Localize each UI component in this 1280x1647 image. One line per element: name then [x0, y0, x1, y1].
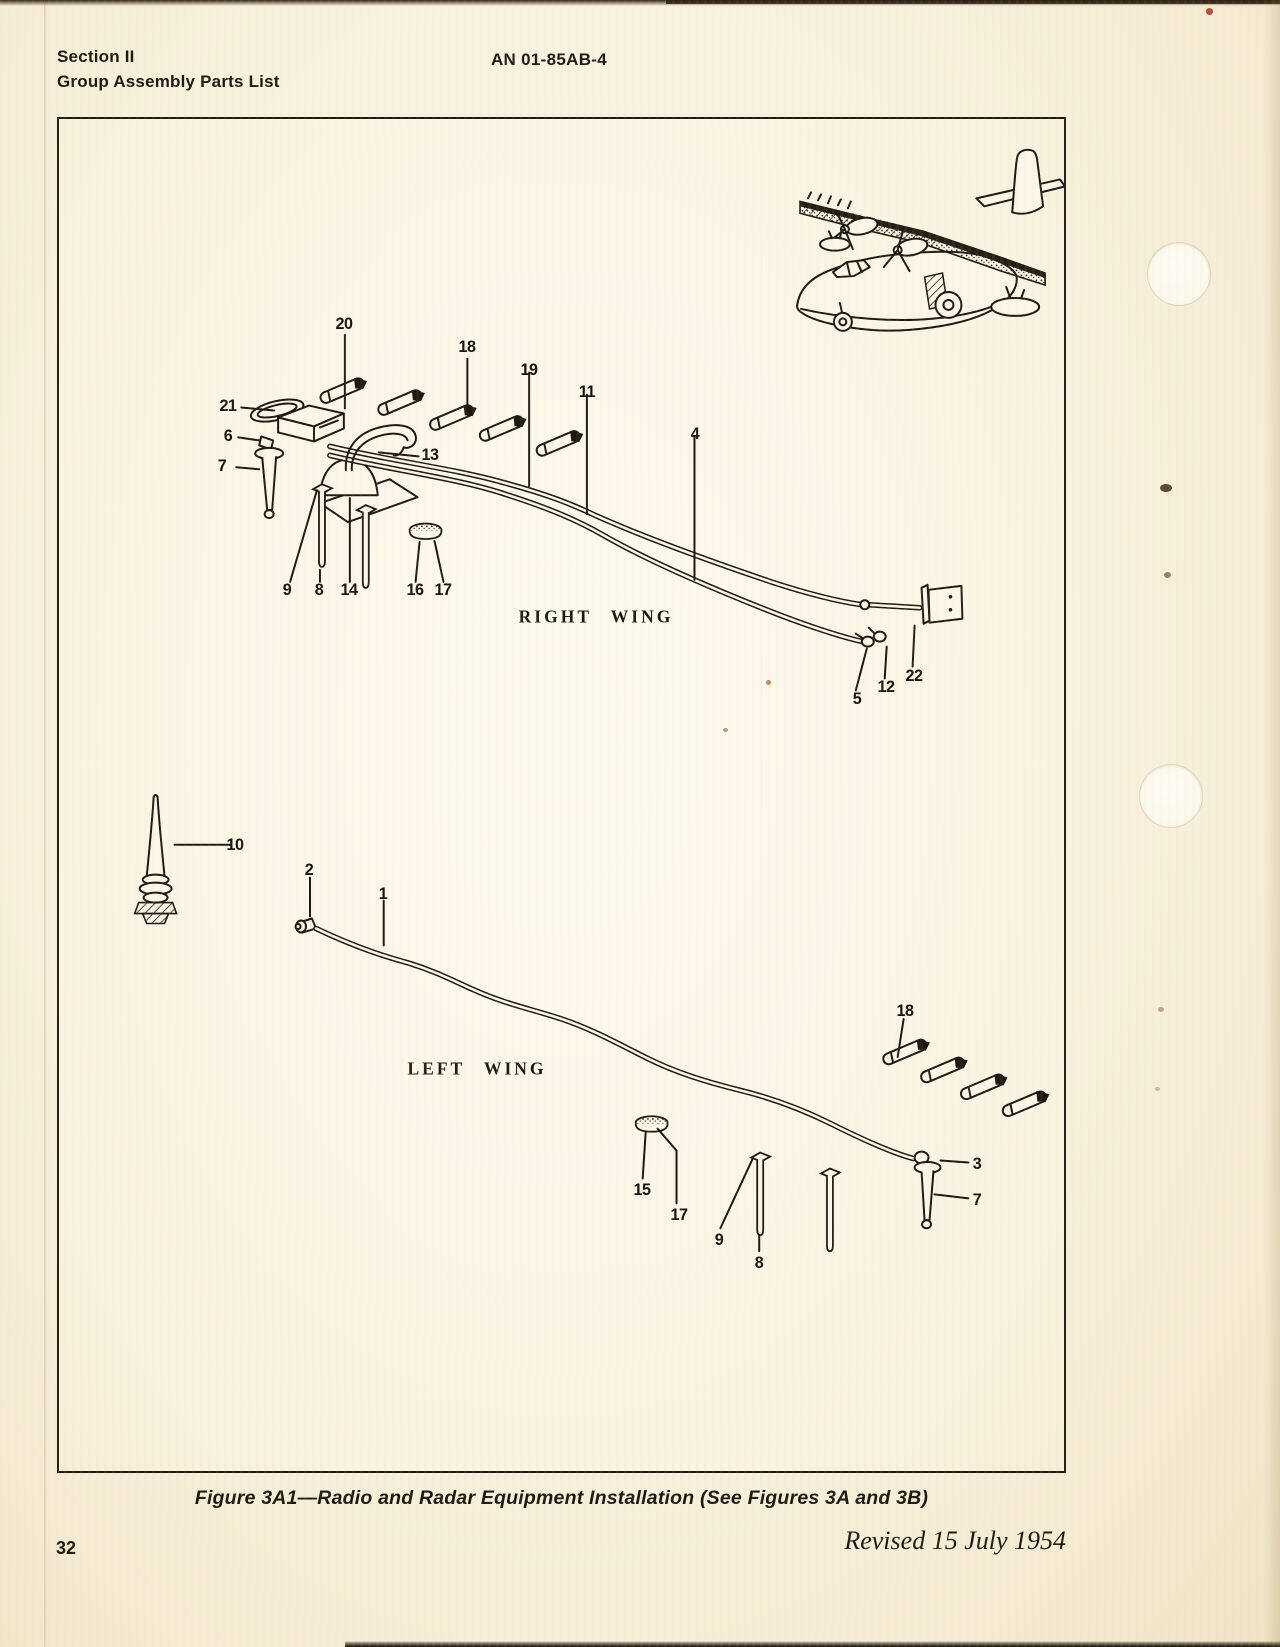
section-subtitle: Group Assembly Parts List: [57, 72, 280, 91]
stain: [1155, 1087, 1160, 1091]
callout-label: 7: [972, 1190, 982, 1209]
callout-label: 19: [520, 360, 538, 379]
callout-label: 3: [972, 1154, 982, 1173]
callout-label: 5: [852, 689, 862, 708]
stain: [766, 680, 771, 685]
figure-line-art: [133, 148, 1064, 1253]
callout-label: 12: [877, 677, 895, 696]
callout-label: 20: [335, 314, 353, 333]
callout-label: 8: [314, 580, 324, 599]
callout-label: 14: [340, 580, 358, 599]
callout-label: 7: [217, 456, 227, 475]
section-title: Section II: [57, 47, 135, 66]
callout-label: 18: [896, 1001, 914, 1020]
callout-label: 15: [633, 1180, 651, 1199]
callout-label: 17: [670, 1205, 688, 1224]
callout-label: 6: [223, 426, 233, 445]
left-wing-label: LEFT WING: [407, 1058, 547, 1079]
figure-border-box: [57, 117, 1066, 1473]
page-bottom-edge: [345, 1641, 1280, 1647]
callout-label: 17: [434, 580, 452, 599]
stain: [723, 728, 728, 732]
callout-label: 18: [458, 337, 476, 356]
stain: [1158, 1007, 1164, 1012]
callout-label: 22: [905, 666, 923, 685]
callout-label: 11: [578, 382, 596, 401]
callout-label: 16: [406, 580, 424, 599]
page-top-edge-dark: [665, 0, 1280, 4]
figure-caption: Figure 3A1—Radio and Radar Equipment Ins…: [194, 1487, 929, 1509]
callout-label: 4: [690, 424, 700, 443]
stain-red: [1206, 8, 1213, 15]
callout-label: 1: [378, 884, 388, 903]
right-wing-diagram: [235, 333, 964, 692]
callout-label: 9: [282, 580, 292, 599]
doc-number: AN 01-85AB-4: [490, 50, 608, 69]
left-wing-diagram: [133, 794, 1053, 1253]
stain: [1160, 484, 1172, 492]
right-wing-label: RIGHT WING: [518, 606, 674, 627]
callout-label: 8: [754, 1253, 764, 1272]
callout-label: 2: [304, 860, 314, 879]
callout-label: 10: [226, 835, 244, 854]
revision-note: Revised 15 July 1954: [844, 1526, 1066, 1555]
page-crease: [44, 0, 47, 1647]
aircraft-illustration: [796, 148, 1064, 332]
callout-label: 13: [421, 445, 439, 464]
page-top-edge: [0, 0, 1280, 6]
punch-hole-top: [1148, 243, 1210, 305]
callout-label: 21: [219, 396, 237, 415]
stain: [1164, 572, 1171, 578]
header-section-block: Section II Group Assembly Parts List: [57, 44, 280, 94]
page-right-edge: [1264, 0, 1280, 1647]
callout-label: 9: [714, 1230, 724, 1249]
punch-hole-bottom: [1140, 765, 1202, 827]
page-number: 32: [56, 1538, 77, 1558]
